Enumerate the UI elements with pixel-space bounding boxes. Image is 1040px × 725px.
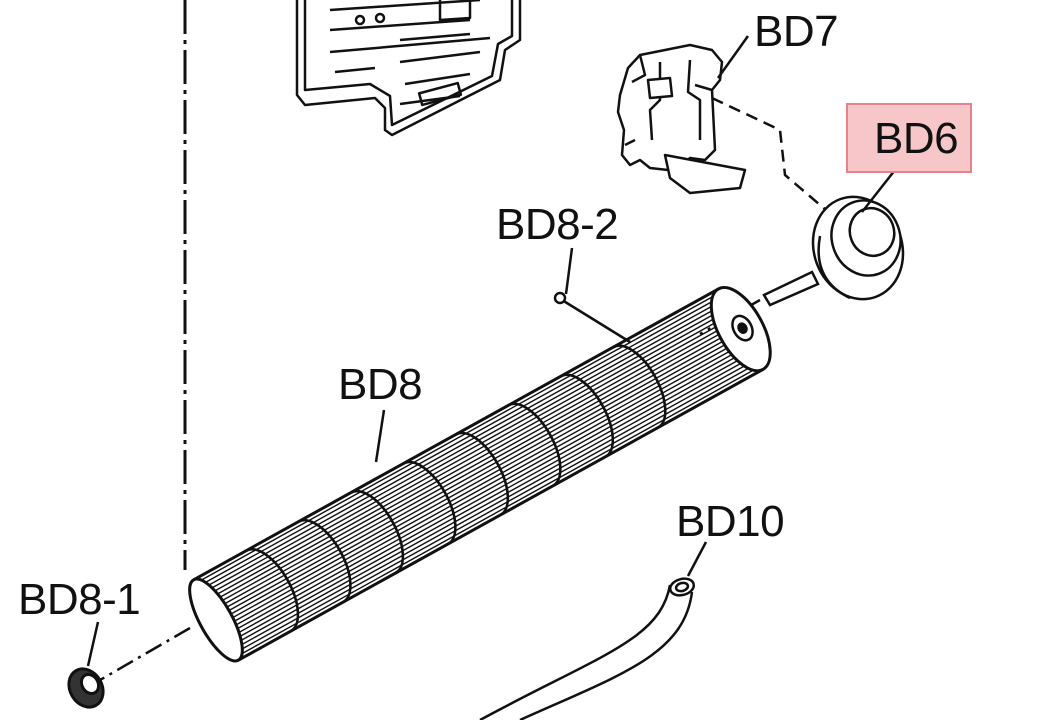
fan-blade-line [236, 366, 761, 657]
fan-blade-lines [194, 289, 763, 660]
bd7-motor-bracket [618, 45, 745, 193]
leader-bd8-1 [86, 621, 100, 667]
fan-blade-line [219, 334, 744, 625]
fan-blade-line [234, 362, 759, 653]
fan-blade-line [213, 324, 738, 615]
leader-bd10 [686, 541, 708, 577]
dashed-link-bd7-to-motor [711, 96, 841, 223]
fan-blade-line [201, 303, 726, 594]
fan-blade-line [205, 310, 730, 601]
fan-blade-line [231, 355, 756, 646]
fan-blade-line [207, 313, 732, 604]
bd10-drain-hose [480, 576, 696, 720]
label-bd8-2: BD8-2 [496, 200, 619, 249]
label-bd7: BD7 [754, 7, 839, 56]
leader-bd6 [861, 169, 896, 213]
bd6-fan-motor [764, 184, 917, 312]
label-bd10: BD10 [676, 497, 785, 546]
bd8-cross-flow-fan [180, 278, 783, 668]
bd8-2-set-screw [555, 293, 630, 342]
fan-ring [561, 365, 625, 456]
fan-blade-line [215, 327, 740, 618]
bd8-1-bearing [62, 663, 110, 714]
fan-blade-line [227, 348, 752, 639]
fan-blade-line [196, 292, 721, 583]
fan-blade-line [209, 317, 734, 608]
fan-rings [246, 336, 677, 631]
fan-blade-line [211, 320, 736, 611]
fan-ring [614, 336, 678, 427]
leader-bd8 [374, 409, 386, 463]
label-bd8: BD8 [338, 360, 423, 409]
fan-blade-line [217, 331, 742, 622]
fan-blade-line [198, 296, 723, 587]
fan-ring [246, 540, 310, 631]
fan-ring [299, 511, 363, 602]
fan-blade-line [221, 338, 746, 629]
fan-ring [351, 482, 415, 573]
fan-blade-line [203, 306, 728, 597]
fan-ring [456, 424, 520, 515]
label-bd8-1: BD8-1 [18, 575, 141, 624]
fan-ring [404, 453, 468, 544]
fan-ring [509, 395, 573, 486]
leader-lines [86, 35, 896, 667]
label-bd6: BD6 [846, 103, 973, 173]
fan-blade-line [200, 299, 725, 590]
control-board-part [297, 0, 520, 135]
fan-blade-line [229, 352, 754, 643]
leader-bd8-2 [564, 247, 574, 295]
leader-bd7 [716, 35, 750, 79]
fan-blade-line [232, 359, 757, 650]
